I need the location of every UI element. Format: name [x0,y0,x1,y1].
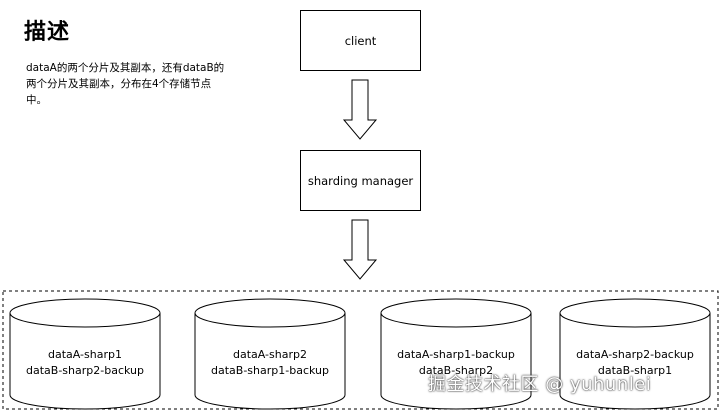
storage-node-3-line2: dataB-sharp2 [418,364,494,377]
storage-group-boundary [2,290,719,410]
storage-node-1-label: dataA-sharp1 dataB-sharp2-backup [10,347,160,379]
storage-node-1-line2: dataB-sharp2-backup [26,364,144,377]
storage-node-4-line2: dataB-sharp1 [597,364,673,377]
page-title: 描述 [24,20,71,45]
sharding-manager-label: sharding manager [307,173,414,188]
storage-node-2-line1: dataA-sharp2 [233,348,307,361]
client-label: client [344,33,377,48]
storage-node-4 [559,298,711,410]
client-node: client [300,10,421,71]
watermark-text: 掘金技术社区 @ yuhunlei [428,374,652,395]
arrow-client-to-manager [342,79,378,140]
storage-node-3-line1: dataA-sharp1-backup [397,348,515,361]
storage-node-4-line1: dataA-sharp2-backup [576,348,694,361]
sharding-manager-node: sharding manager [300,150,421,211]
storage-node-3-label: dataA-sharp1-backup dataB-sharp2 [381,347,531,379]
storage-node-2-line2: dataB-sharp1-backup [211,364,329,377]
storage-node-2 [194,298,346,410]
storage-node-1-line1: dataA-sharp1 [48,348,122,361]
storage-node-4-label: dataA-sharp2-backup dataB-sharp1 [560,347,710,379]
description-text: dataA的两个分片及其副本，还有dataB的两个分片及其副本，分布在4个存储节… [26,62,225,106]
storage-node-3 [380,298,532,410]
storage-node-2-label: dataA-sharp2 dataB-sharp1-backup [195,347,345,379]
arrow-manager-to-storage [342,219,378,280]
storage-node-1 [9,298,161,410]
